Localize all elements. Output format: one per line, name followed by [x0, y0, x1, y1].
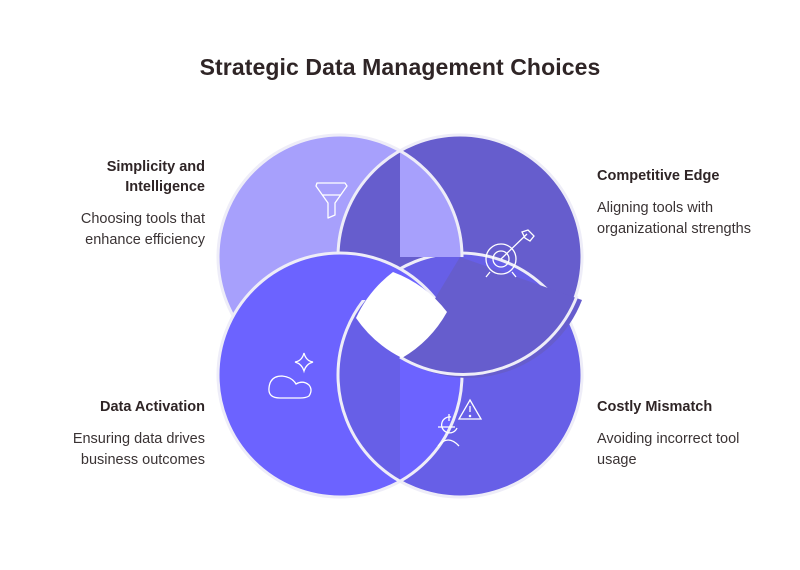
target-icon — [485, 229, 535, 278]
center-gap — [356, 272, 447, 358]
heading-data-activation: Data Activation — [99, 399, 205, 415]
cloud-sparkle-icon — [268, 352, 314, 399]
heading-competitive-edge: Competitive Edge — [597, 168, 720, 184]
funnel-icon — [315, 182, 348, 219]
user-warning-icon — [437, 398, 483, 447]
heading-costly-mismatch: Costly Mismatch — [597, 399, 713, 415]
diagram-title: Strategic Data Management Choices — [199, 54, 601, 80]
